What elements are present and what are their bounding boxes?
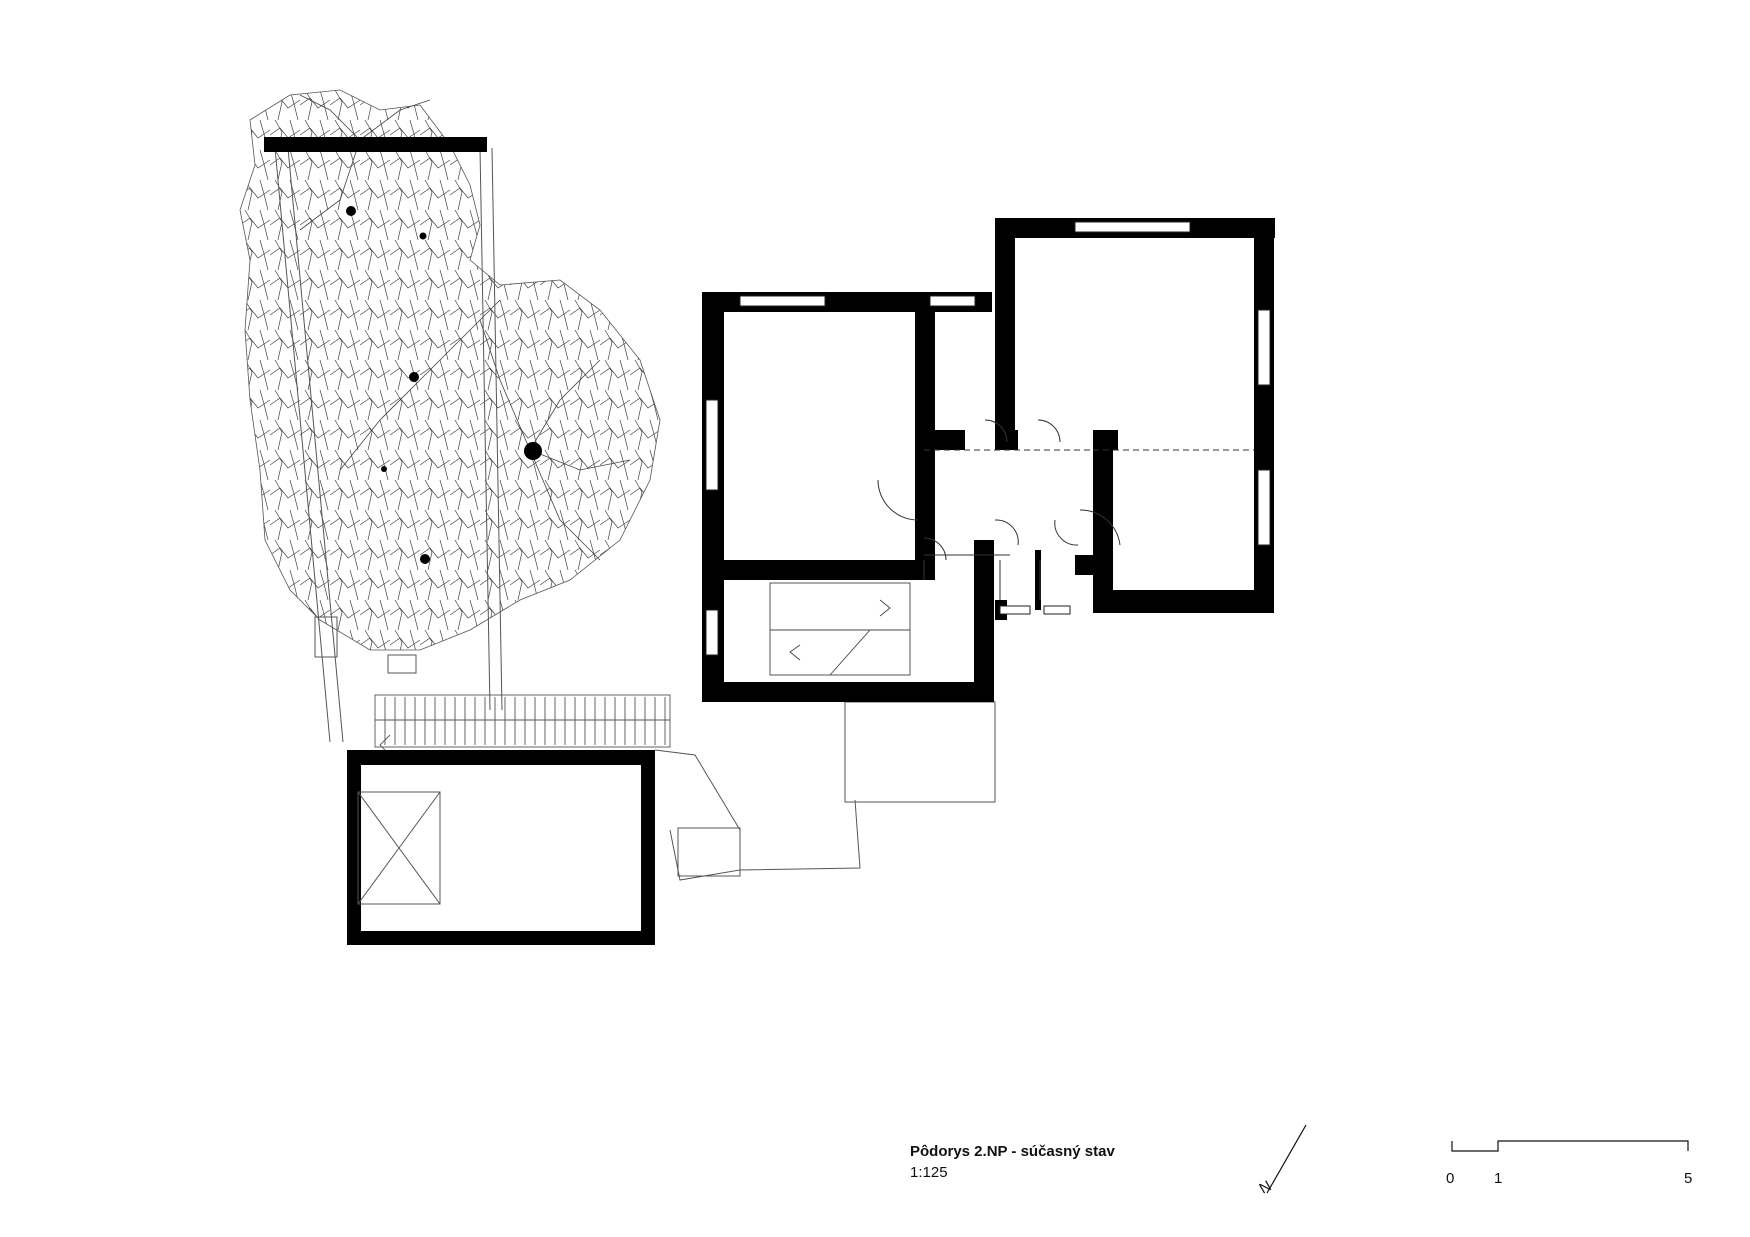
windows (705, 221, 1271, 656)
drawing-title: Pôdorys 2.NP - súčasný stav (910, 1143, 1115, 1160)
tree-trunk (381, 466, 387, 472)
tree-trunk (420, 554, 430, 564)
drawing-title-block: Pôdorys 2.NP - súčasný stav 1:125 (910, 1143, 1115, 1181)
garden-fence (274, 147, 503, 743)
interior-details (877, 419, 1254, 600)
tree-trunk (409, 372, 419, 382)
garage (347, 750, 655, 945)
side-path (654, 701, 996, 881)
tree-canopy (239, 89, 661, 651)
tree-trunk (419, 232, 427, 240)
drawing-scale: 1:125 (910, 1164, 948, 1181)
scale-tick-1: 1 (1494, 1170, 1503, 1187)
indoor-staircase (769, 582, 911, 676)
north-arrow (1266, 1124, 1307, 1194)
tree-trunk (524, 442, 542, 460)
scale-bar (1451, 1140, 1689, 1152)
scale-tick-0: 0 (1446, 1170, 1455, 1187)
tree-trunk (346, 206, 356, 216)
garden-wall (264, 137, 487, 152)
outdoor-stairs (374, 694, 671, 756)
scale-tick-5: 5 (1684, 1170, 1693, 1187)
house-walls (702, 218, 1275, 702)
